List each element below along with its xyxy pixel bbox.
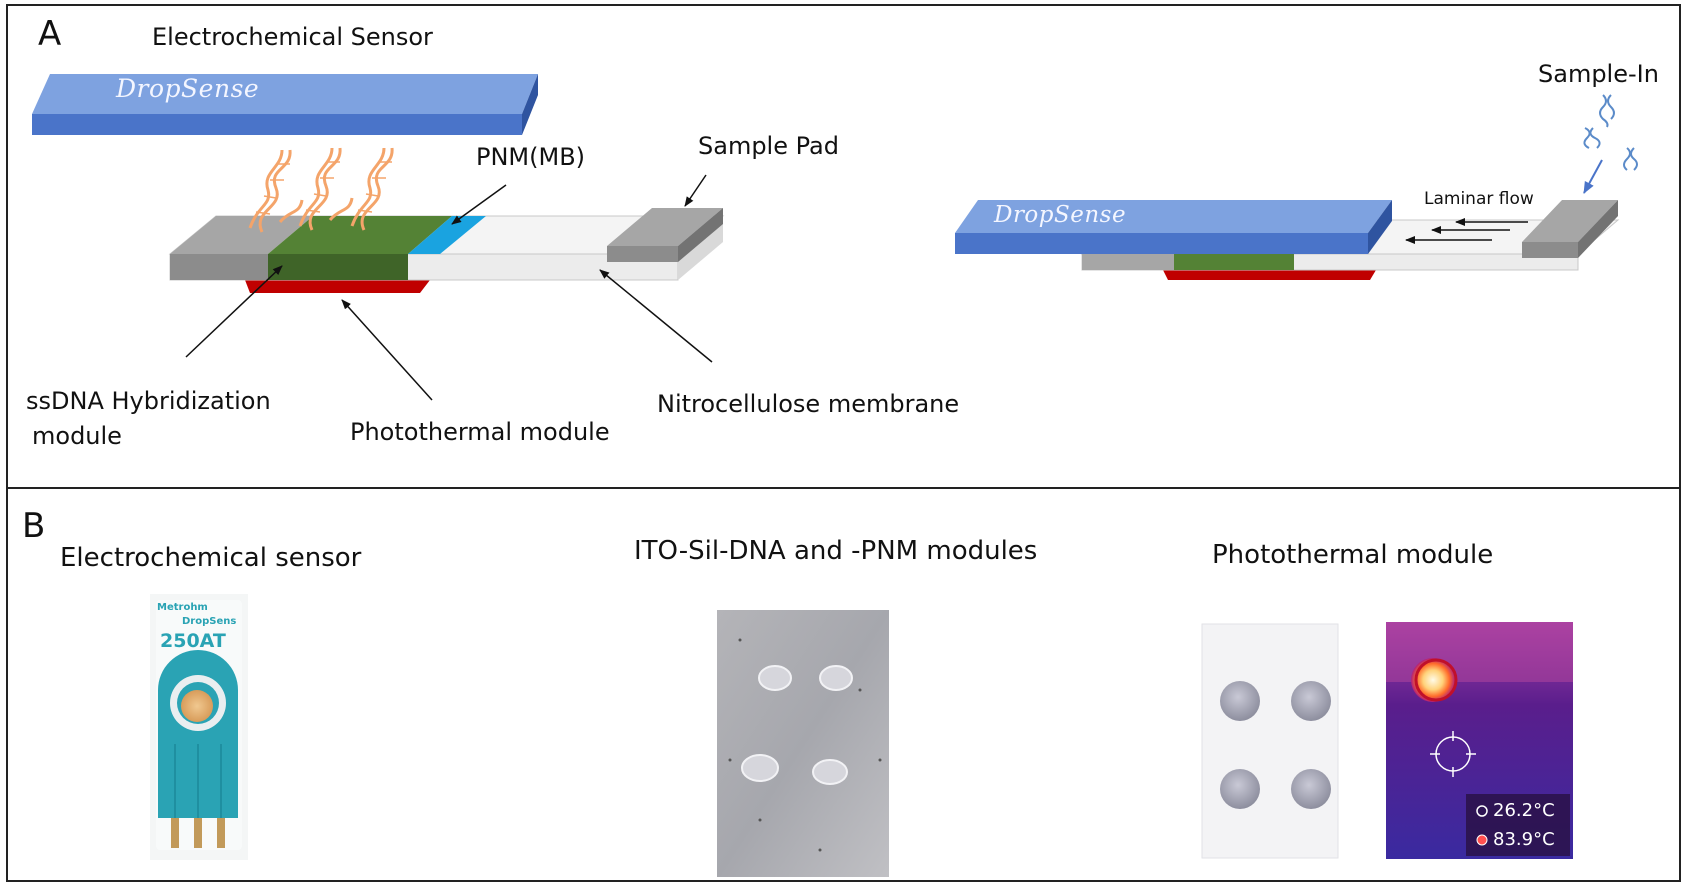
sensor-logo-text: DropSense (116, 74, 260, 103)
label-ssdna-line2: module (32, 422, 122, 450)
label-photothermal-module-a: Photothermal module (350, 418, 610, 446)
pnm-band (408, 216, 486, 254)
temp-high: 83.9°C (1493, 829, 1555, 850)
label-pnm-mb: PNM(MB) (476, 143, 586, 171)
hybridization-module (268, 216, 452, 254)
flow-strip-left (168, 208, 725, 293)
label-sample-pad: Sample Pad (698, 132, 839, 160)
arrow-ssdna (185, 265, 283, 358)
arrow-photothermal (341, 299, 433, 401)
sensor-brand-line2: DropSens (182, 616, 237, 627)
label-ito-modules: ITO-Sil-DNA and -PNM modules (634, 536, 1038, 566)
photothermal-layer (245, 280, 430, 293)
label-nitrocellulose: Nitrocellulose membrane (657, 390, 960, 418)
panel-a-letter: A (38, 14, 62, 54)
sensor-brand-line1: Metrohm (157, 602, 208, 613)
assembled-device (955, 159, 1620, 280)
ito-module-photo (717, 610, 889, 877)
label-sample-in: Sample-In (1538, 60, 1659, 88)
sensor-photo (150, 594, 248, 860)
label-electrochemical-sensor: Electrochemical Sensor (152, 23, 433, 51)
sensor-model: 250AT (160, 630, 226, 652)
sample-pad (607, 208, 723, 246)
pointer-arrows (185, 174, 713, 401)
temp-low: 26.2°C (1493, 800, 1555, 821)
label-photothermal-module-b: Photothermal module (1212, 540, 1494, 570)
arrow-pnm (451, 184, 507, 225)
sample-dna (1583, 94, 1638, 171)
photothermal-slide (1201, 623, 1339, 859)
sensor-bar-top (32, 74, 538, 135)
panel-b-letter: B (22, 506, 46, 546)
thermal-image (1386, 622, 1573, 859)
label-electrochemical-sensor-b: Electrochemical sensor (60, 543, 362, 573)
arrow-nitrocellulose (599, 269, 713, 363)
arrow-sample-pad (684, 174, 707, 207)
label-ssdna-line1: ssDNA Hybridization (26, 387, 271, 415)
dna-rungs (255, 161, 392, 215)
arrow-sample-in (1583, 159, 1603, 194)
sensor-logo-text-right: DropSense (994, 202, 1127, 228)
label-laminar-flow: Laminar flow (1424, 189, 1534, 209)
